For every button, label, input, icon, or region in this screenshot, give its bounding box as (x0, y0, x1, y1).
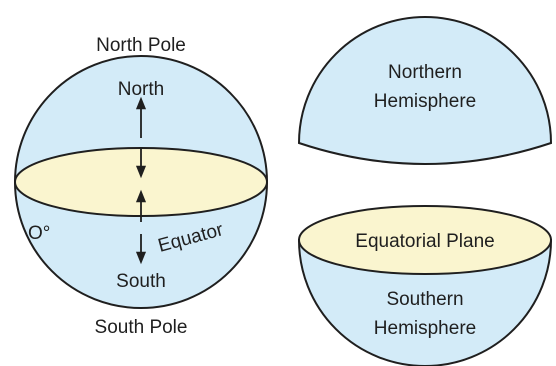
northern-hemisphere-group: Northern Hemisphere (297, 16, 553, 165)
sphere-group: North Pole North South South Pole O° Equ… (14, 35, 268, 338)
southern-hemisphere-label-line2: Hemisphere (374, 318, 476, 339)
northern-hemisphere-label-line2: Hemisphere (374, 91, 476, 112)
northern-hemisphere-shape (297, 16, 553, 165)
south-label: South (116, 271, 166, 292)
equatorial-plane-label: Equatorial Plane (355, 231, 494, 252)
equatorial-plane-top (298, 205, 552, 275)
south-pole-label: South Pole (95, 317, 188, 338)
southern-hemisphere-label-line1: Southern (386, 289, 463, 310)
zero-degree-label: O° (28, 223, 50, 244)
southern-hemisphere-group: Equatorial Plane Southern Hemisphere (297, 205, 553, 366)
northern-hemisphere-label-line1: Northern (388, 62, 462, 83)
north-pole-label: North Pole (96, 35, 186, 56)
north-label: North (118, 79, 164, 100)
